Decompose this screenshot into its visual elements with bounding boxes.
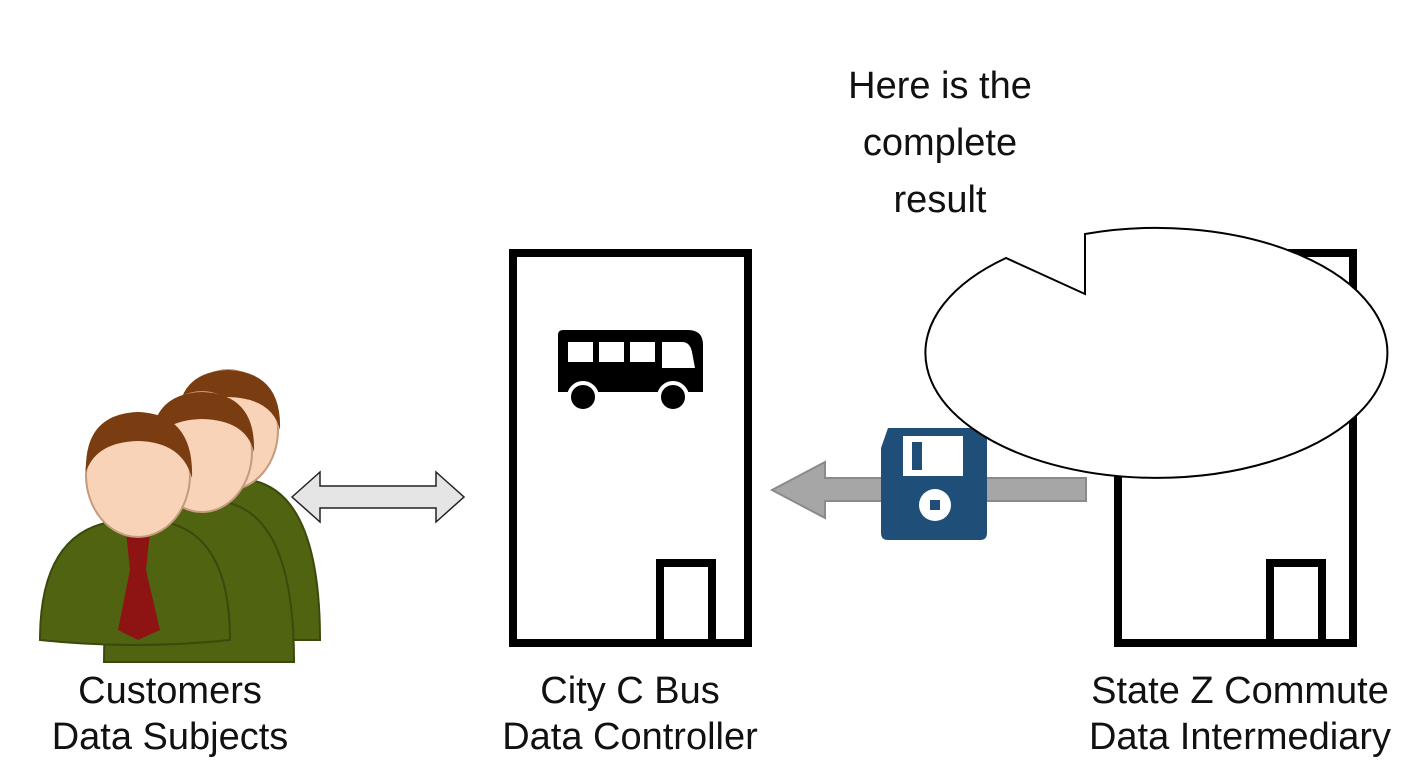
speech-line-1: Here is the — [848, 65, 1032, 107]
speech-bubble-text: Here is the complete result — [760, 58, 1120, 229]
customers-caption: Customers Data Subjects — [20, 668, 320, 760]
customers-label: Customers — [78, 670, 262, 712]
bus-building — [509, 249, 752, 647]
bus-role: Data Controller — [502, 716, 758, 758]
bidirectional-arrow — [290, 470, 466, 524]
bus-label: City C Bus — [540, 670, 720, 712]
floppy-disk-icon — [881, 428, 987, 540]
bus-icon — [558, 330, 703, 413]
customers-role: Data Subjects — [51, 716, 289, 758]
commute-caption: State Z Commute Data Intermediary — [1065, 668, 1415, 760]
commute-role: Data Intermediary — [1088, 716, 1391, 758]
commute-label: State Z Commute — [1091, 670, 1389, 712]
customers-icon — [38, 369, 322, 663]
bus-caption: City C Bus Data Controller — [470, 668, 790, 760]
speech-line-3: result — [893, 179, 987, 221]
speech-line-2: complete — [862, 122, 1018, 164]
speech-bubble — [924, 226, 1389, 479]
